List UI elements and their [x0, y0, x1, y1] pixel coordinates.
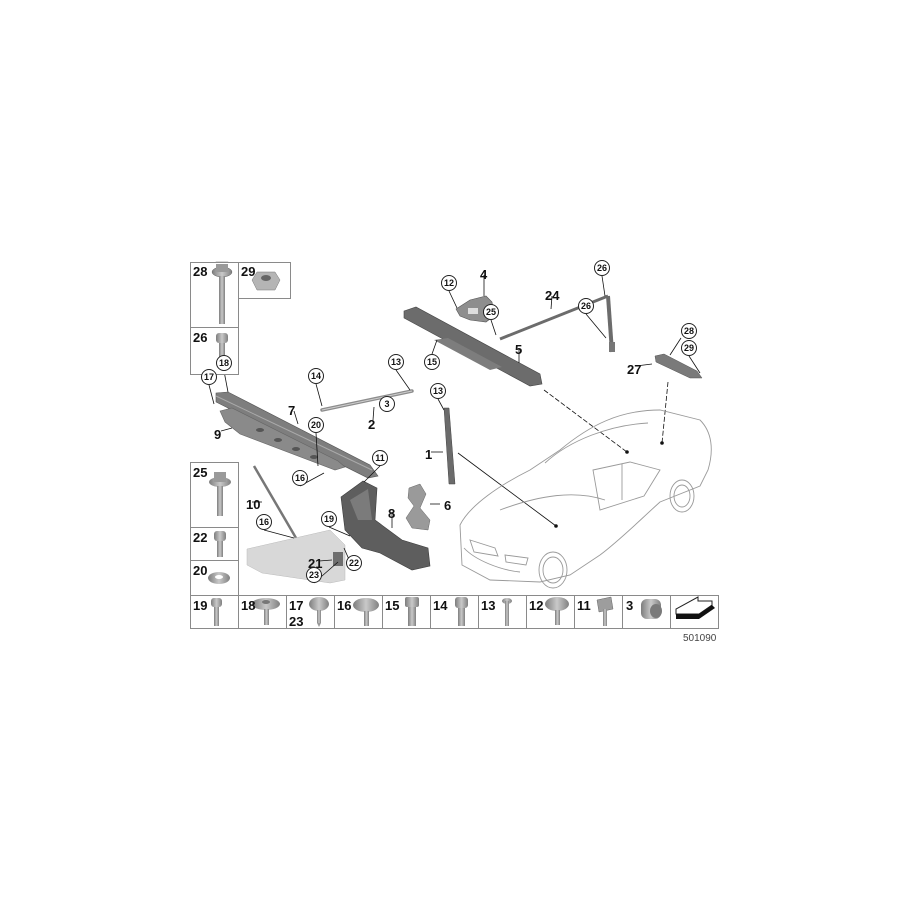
callout-21: 21 [308, 556, 323, 571]
box-label-22: 22 [193, 530, 208, 545]
bracket-8-icon [340, 480, 431, 571]
box-label-23: 23 [289, 614, 304, 629]
circled-callout-13b: 13 [430, 383, 446, 399]
box-label-17: 17 [289, 598, 304, 613]
circled-callout-12: 12 [441, 275, 457, 291]
callout-5: 5 [515, 342, 523, 357]
strut-2-icon [320, 389, 414, 412]
circled-callout-19: 19 [321, 511, 337, 527]
box-label-11: 11 [577, 598, 591, 613]
callout-8: 8 [388, 506, 396, 521]
leader-lines [208, 275, 701, 584]
box-label-25: 25 [193, 465, 208, 480]
circled-callout-15: 15 [424, 354, 440, 370]
callout-10: 10 [246, 497, 261, 512]
holder-6-icon [405, 483, 431, 531]
callout-24: 24 [545, 288, 560, 303]
callout-27: 27 [627, 362, 642, 377]
callout-6: 6 [444, 498, 452, 513]
box-label-16: 16 [337, 598, 352, 613]
strut-1-icon [443, 407, 456, 485]
circled-callout-26: 26 [594, 260, 610, 276]
circled-callout-28: 28 [681, 323, 697, 339]
box-label-18: 18 [241, 598, 256, 613]
callout-4: 4 [480, 267, 488, 282]
callout-2: 2 [368, 417, 376, 432]
circled-callout-22: 22 [346, 555, 362, 571]
circled-callout-13: 13 [388, 354, 404, 370]
box-label-14: 14 [433, 598, 448, 613]
circled-callout-11: 11 [372, 450, 388, 466]
part-box-20 [190, 560, 239, 596]
bumper-support-icon [246, 529, 346, 584]
box-label-3: 3 [626, 598, 634, 613]
plate-5-icon [403, 306, 543, 387]
circled-callout-23: 23 [306, 567, 322, 583]
bracket-21-icon [333, 552, 343, 566]
brace-27-icon [654, 353, 703, 379]
box-label-13: 13 [481, 598, 496, 613]
callout-1: 1 [425, 447, 433, 462]
car-outline-icon [459, 409, 712, 589]
circled-callout-20: 20 [308, 417, 324, 433]
box-label-20: 20 [193, 563, 208, 578]
diagram-reference-number: 501090 [683, 633, 717, 644]
box-label-29: 29 [241, 264, 256, 279]
rod-10-icon [252, 465, 298, 539]
circled-callout-25: 25 [483, 304, 499, 320]
circled-callout-18: 18 [216, 355, 232, 371]
circled-callout-29: 29 [681, 340, 697, 356]
callout-9: 9 [214, 427, 222, 442]
box-label-28: 28 [193, 264, 208, 279]
circled-callout-26b: 26 [578, 298, 594, 314]
callout-7: 7 [288, 403, 296, 418]
panel-9-icon [219, 407, 346, 471]
circled-callout-17: 17 [201, 369, 217, 385]
part-box-14 [430, 595, 479, 629]
box-label-15: 15 [385, 598, 400, 613]
circled-callout-3: 3 [379, 396, 395, 412]
box-label-19: 19 [193, 598, 208, 613]
circled-callout-14: 14 [308, 368, 324, 384]
circled-callout-16: 16 [292, 470, 308, 486]
circled-callout-16b: 16 [256, 514, 272, 530]
part-box-arrow [670, 595, 719, 629]
box-label-12: 12 [529, 598, 544, 613]
box-label-26: 26 [193, 330, 208, 345]
